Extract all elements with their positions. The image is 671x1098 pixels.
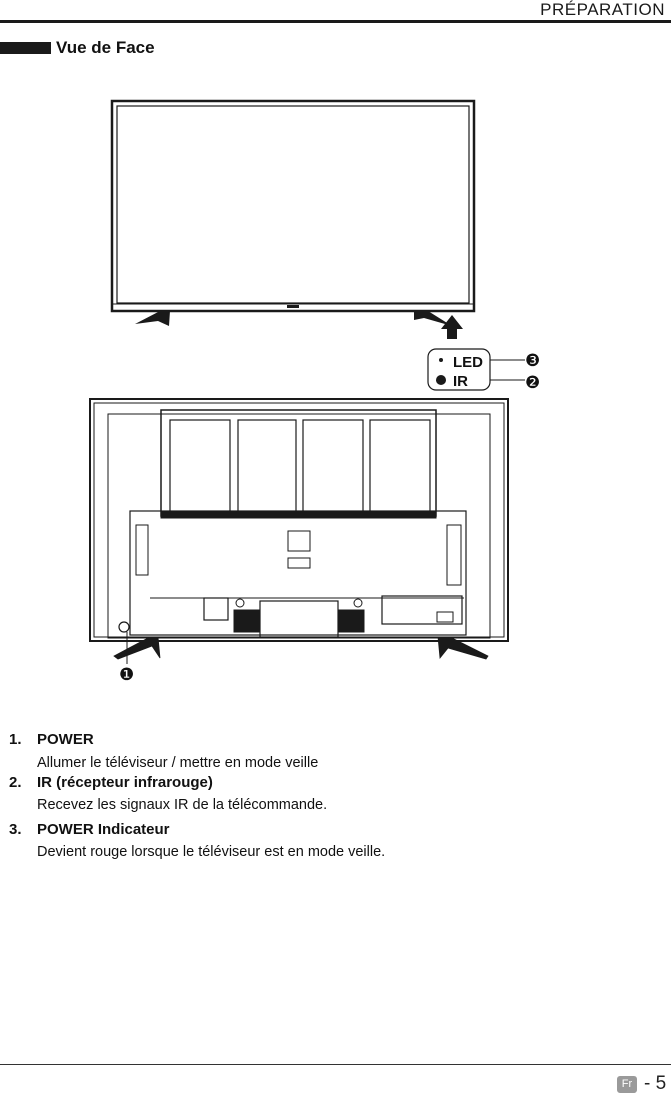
- list-item: 1.: [9, 731, 22, 749]
- callout-marker-2: ❷: [525, 373, 540, 392]
- tv-diagram: LED IR ❸ ❷ ❶: [0, 0, 671, 700]
- language-badge: Fr: [617, 1076, 637, 1093]
- item-title: IR (récepteur infrarouge): [37, 774, 213, 791]
- arrow-up-icon: [441, 315, 463, 339]
- ir-label: IR: [453, 373, 468, 390]
- ir-dot-icon: [436, 375, 446, 385]
- page-number: - 5: [644, 1073, 666, 1095]
- list-item: 3.: [9, 821, 22, 839]
- callout-marker-1: ❶: [119, 665, 134, 684]
- item-title: POWER Indicateur: [37, 821, 170, 838]
- item-title: POWER: [37, 731, 94, 748]
- callout-marker-3: ❸: [525, 351, 540, 370]
- led-label: LED: [453, 354, 483, 371]
- footer-rule: [0, 1064, 671, 1065]
- led-ir-callout: LED IR ❸ ❷: [428, 349, 540, 392]
- item-number: 2.: [9, 774, 22, 791]
- item-description: Recevez les signaux IR de la télécommand…: [37, 797, 327, 813]
- item-number: 1.: [9, 731, 22, 748]
- tv-rear-view: [90, 399, 508, 664]
- item-description: Allumer le téléviseur / mettre en mode v…: [37, 755, 318, 771]
- list-item: 2.: [9, 774, 22, 792]
- led-dot-icon: [439, 358, 443, 362]
- item-description: Devient rouge lorsque le téléviseur est …: [37, 844, 385, 860]
- item-number: 3.: [9, 821, 22, 838]
- tv-front-view: [112, 101, 474, 339]
